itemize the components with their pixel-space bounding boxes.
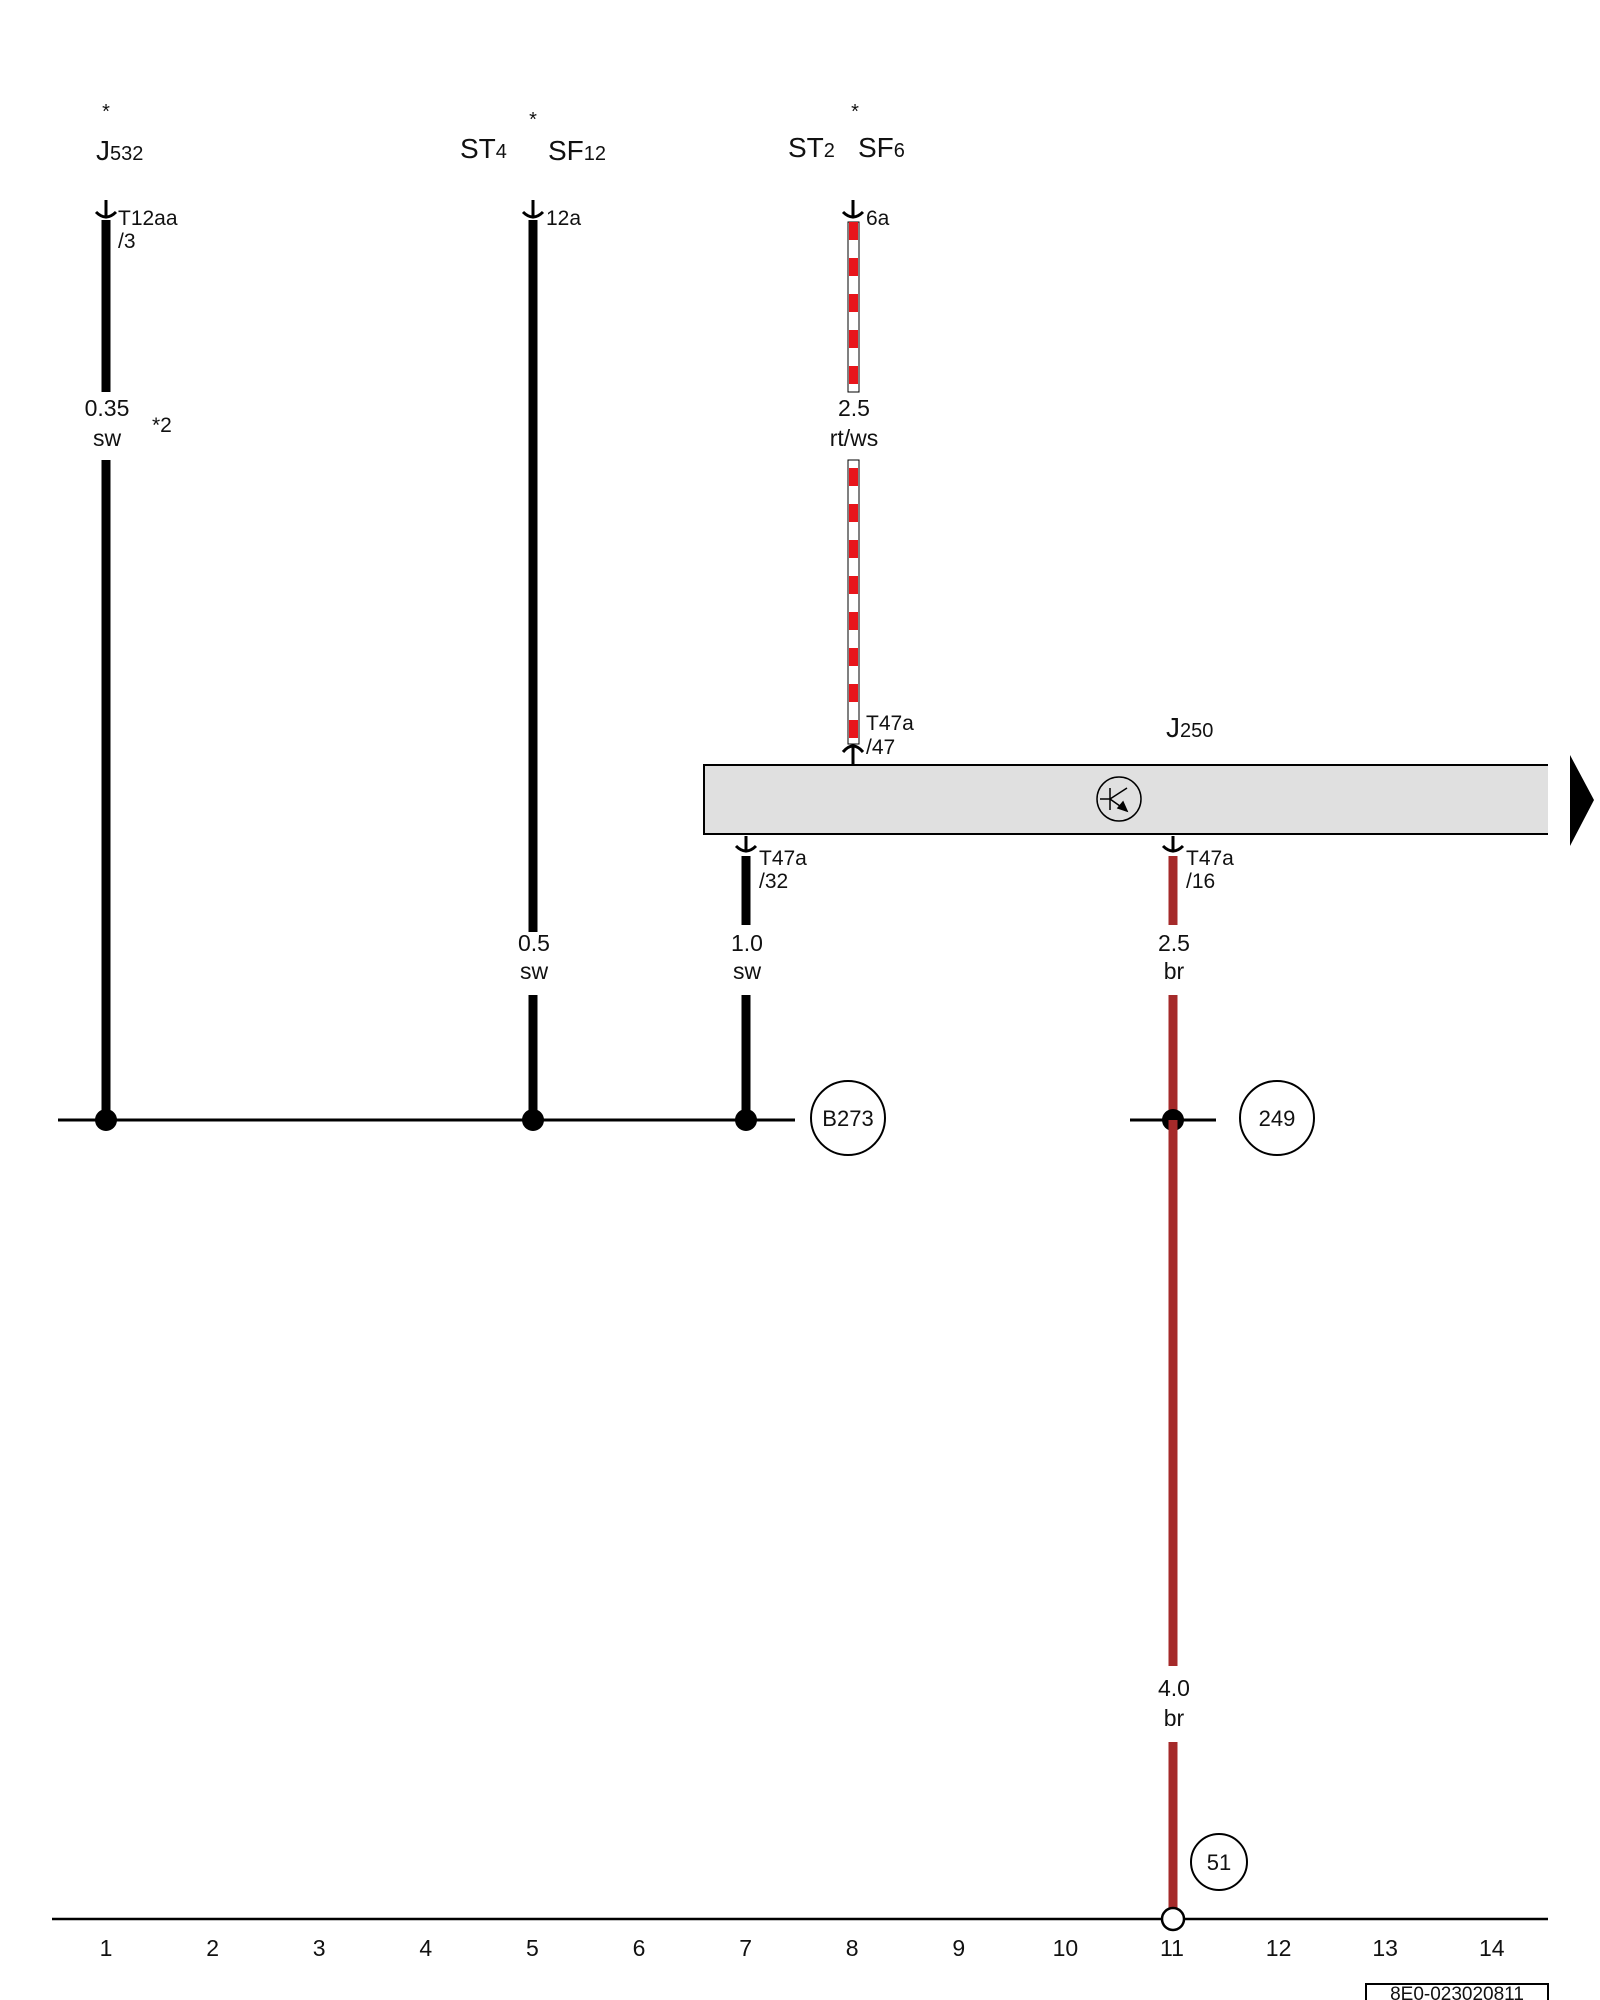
ground-point-b273 — [810, 1080, 886, 1156]
connector-symbol-t12aa — [94, 200, 118, 219]
component-label-j250: J250 — [1166, 712, 1213, 743]
wire-2-size: 0.5 — [518, 930, 550, 956]
connector-symbol-t47a-32 — [734, 836, 758, 853]
ground-point-b273-label: B273 — [822, 1106, 873, 1131]
column-number: 7 — [739, 1935, 752, 1961]
pin-label-t47a-16-pin: /16 — [1186, 870, 1215, 893]
component-label-sf6: SF6 — [858, 132, 905, 163]
transistor-icon — [1096, 776, 1142, 822]
pin-label-t47a-32-pin: /32 — [759, 870, 788, 893]
column-number: 12 — [1266, 1935, 1292, 1961]
footer-code: 8E0-023020811 — [1390, 1984, 1524, 2000]
connector-symbol-12a — [521, 200, 545, 219]
column-number: 9 — [952, 1935, 965, 1961]
junction-dot — [95, 1109, 117, 1131]
wire-1-color: sw — [93, 425, 122, 451]
wire-6-size: 4.0 — [1158, 1675, 1190, 1701]
wire-5-color: br — [1164, 958, 1185, 984]
connector-symbol-t47a-16 — [1161, 836, 1185, 853]
sf12-mark: * — [529, 109, 537, 131]
j532-mark: * — [102, 101, 110, 123]
ground-point-51-label: 51 — [1207, 1850, 1231, 1875]
wire-3-upper — [847, 221, 860, 393]
module-j250 — [703, 764, 1548, 835]
connector-symbol-6a — [841, 200, 865, 219]
wire-4-color: sw — [733, 958, 762, 984]
wire-3-size: 2.5 — [838, 395, 870, 421]
column-number: 4 — [419, 1935, 432, 1961]
wire-1-note: *2 — [152, 414, 172, 437]
column-number: 6 — [633, 1935, 646, 1961]
column-number: 10 — [1053, 1935, 1079, 1961]
column-number: 13 — [1372, 1935, 1398, 1961]
component-label-st2: ST2 — [788, 132, 835, 163]
component-label-j532: J532 — [96, 135, 143, 166]
pin-label-6a: 6a — [866, 207, 890, 230]
ground-terminal — [1160, 1906, 1186, 1932]
column-number: 3 — [313, 1935, 326, 1961]
column-number: 2 — [206, 1935, 219, 1961]
wire-3-color: rt/ws — [830, 425, 879, 451]
connector-symbol-t47a-47 — [841, 744, 865, 764]
splice-249-label: 249 — [1259, 1106, 1296, 1131]
junction-dot — [735, 1109, 757, 1131]
column-number: 14 — [1479, 1935, 1505, 1961]
wire-3-lower — [847, 459, 860, 745]
column-number: 1 — [100, 1935, 113, 1961]
pin-label-t12aa-pin: /3 — [118, 230, 136, 253]
pin-label-t47a-47-pin: /47 — [866, 736, 895, 759]
wire-5-size: 2.5 — [1158, 930, 1190, 956]
arrow-right-icon — [1570, 755, 1594, 846]
wire-1-size: 0.35 — [85, 395, 130, 421]
splice-249 — [1239, 1080, 1315, 1156]
wire-6-color: br — [1164, 1705, 1185, 1731]
footer-code-box — [1365, 1983, 1549, 2000]
ground-point-51 — [1190, 1833, 1248, 1891]
component-label-sf12: SF12 — [548, 135, 606, 166]
column-number: 8 — [846, 1935, 859, 1961]
pin-label-12a: 12a — [546, 207, 581, 230]
pin-label-t47a-16: T47a — [1186, 847, 1234, 870]
column-number: 5 — [526, 1935, 539, 1961]
column-number: 11 — [1160, 1935, 1184, 1961]
wire-4-size: 1.0 — [731, 930, 763, 956]
wire-2-color: sw — [520, 958, 549, 984]
pin-label-t47a-32: T47a — [759, 847, 807, 870]
sf6-mark: * — [851, 101, 859, 123]
pin-label-t47a-47: T47a — [866, 712, 914, 735]
component-label-st4: ST4 — [460, 133, 507, 164]
junction-dot — [522, 1109, 544, 1131]
pin-label-t12aa: T12aa — [118, 207, 178, 230]
